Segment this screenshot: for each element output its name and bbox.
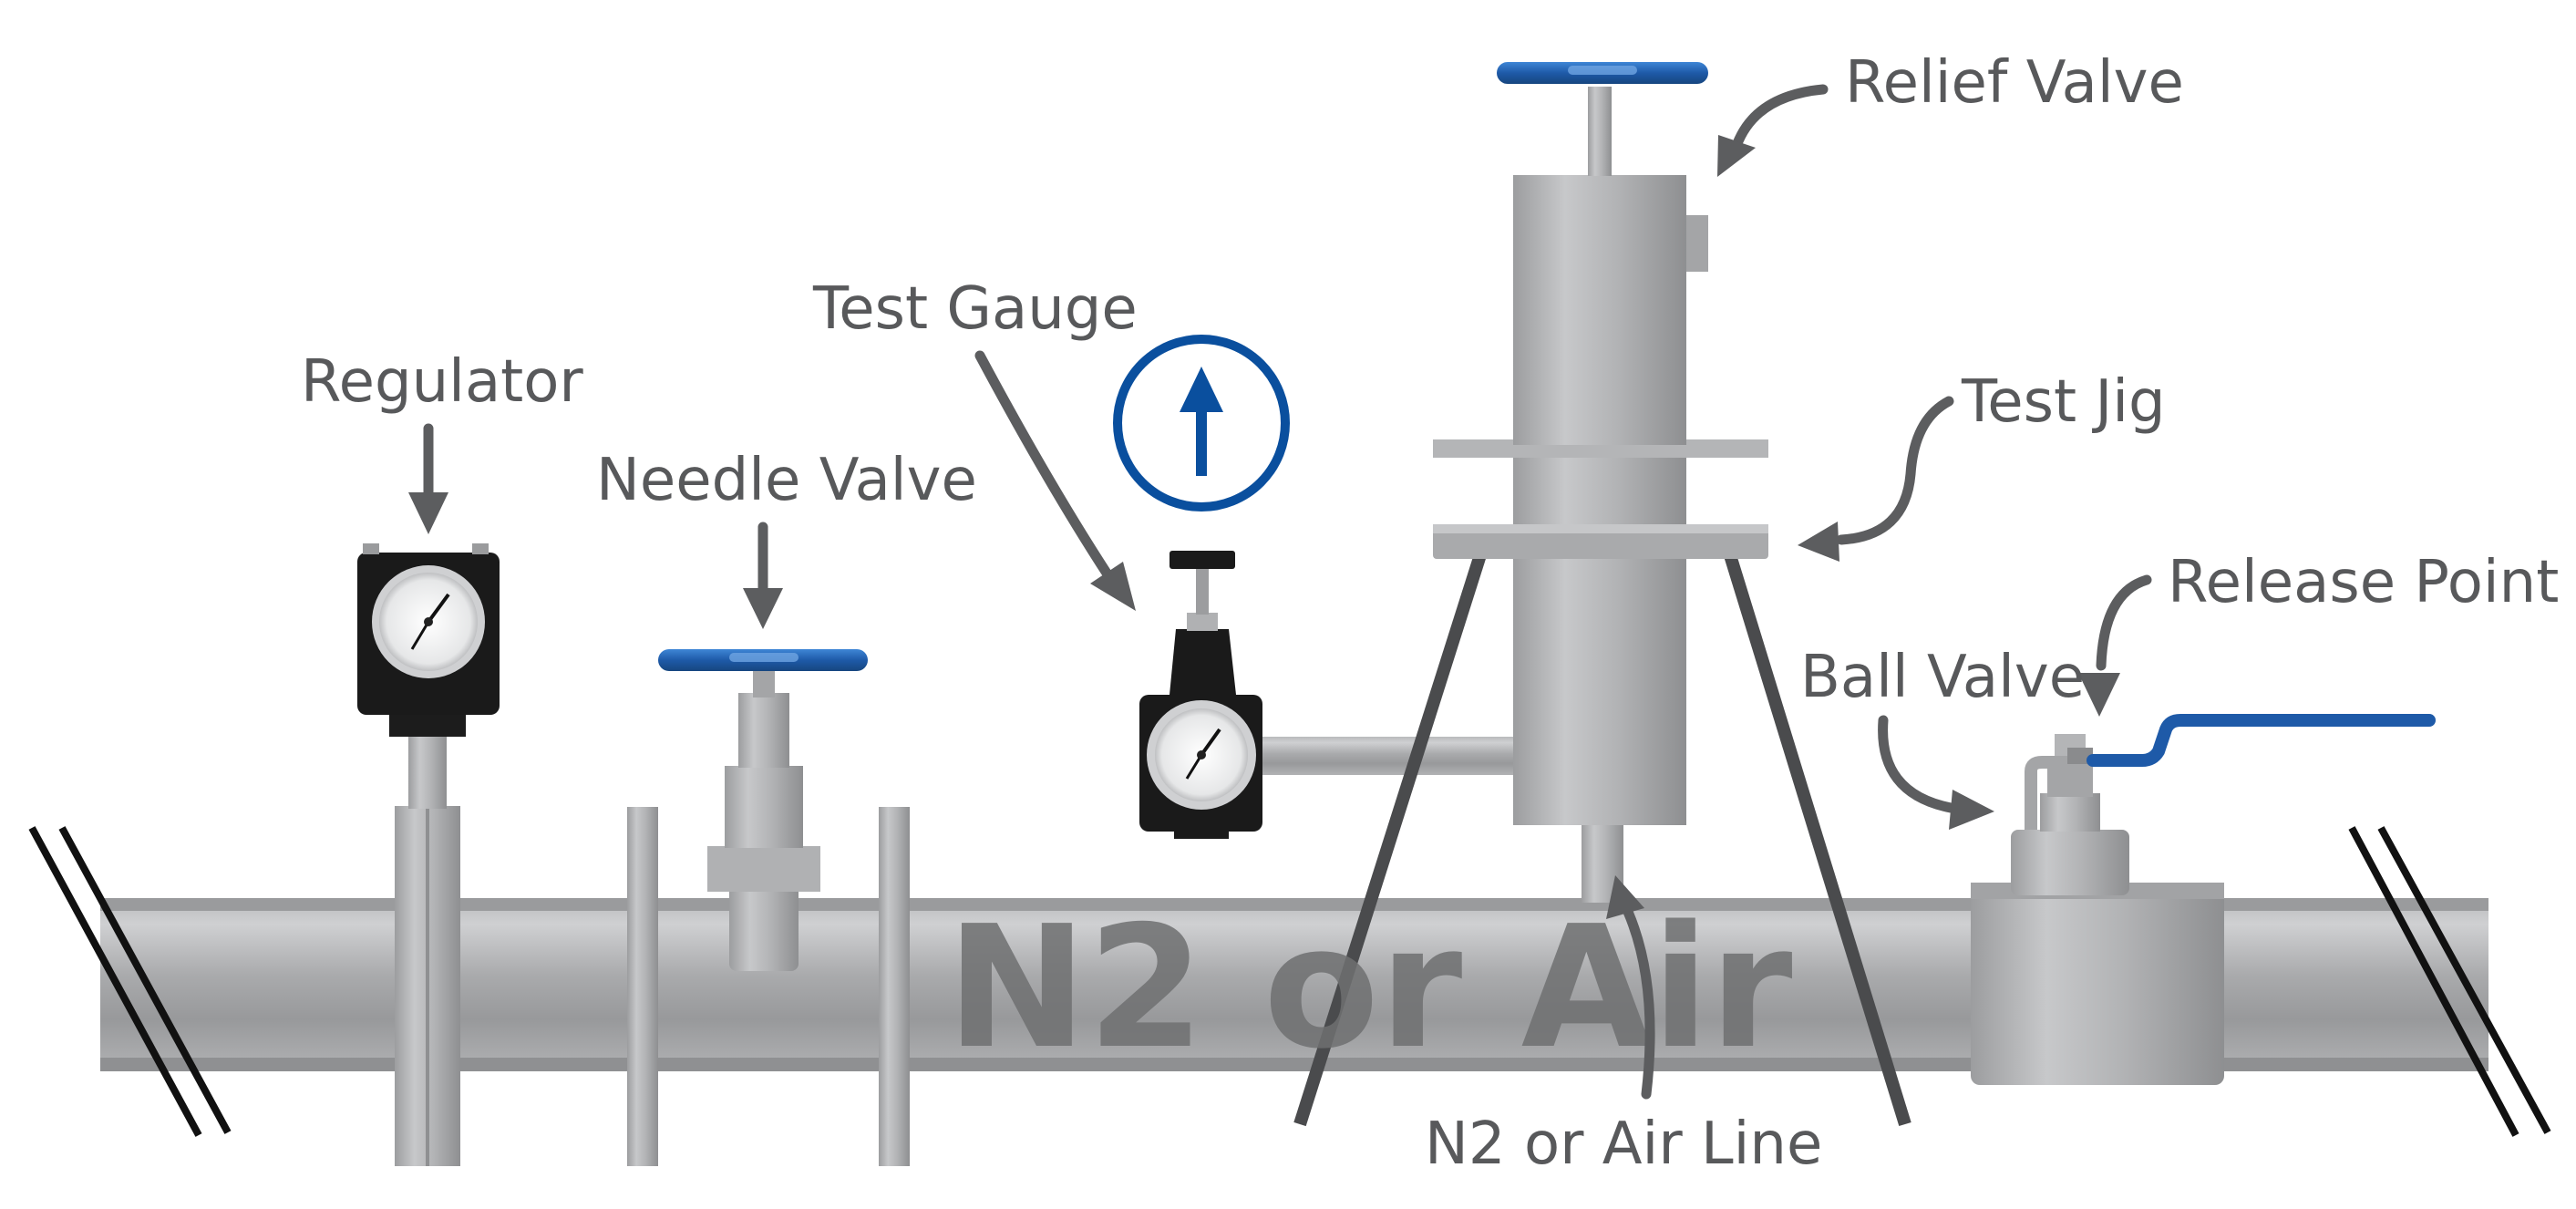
relief-valve	[1497, 62, 1708, 445]
line-label: N2 or Air Line	[1425, 1111, 1822, 1178]
regulator-label: Regulator	[301, 348, 583, 416]
pipe-break-right-icon	[2348, 826, 2551, 1137]
flow-direction-arrow-icon	[1113, 335, 1290, 512]
pipe-break-left-icon	[28, 826, 232, 1137]
ball-valve	[1971, 714, 2436, 1085]
relief-valve-label: Relief Valve	[1845, 49, 2184, 117]
needle-valve-label: Needle Valve	[596, 447, 977, 514]
ball-valve-label: Ball Valve	[1800, 644, 2085, 711]
test-jig-label: Test Jig	[1961, 368, 2166, 436]
regulator	[357, 543, 500, 1166]
release-point-label: Release Point	[2168, 549, 2559, 616]
test-gauge	[1139, 551, 1516, 839]
pipe-fluid-label: N2 or Air	[946, 889, 1793, 1086]
test-gauge-label: Test Gauge	[812, 275, 1138, 343]
annotation-arrows	[408, 84, 2152, 1100]
needle-valve	[627, 649, 910, 1166]
